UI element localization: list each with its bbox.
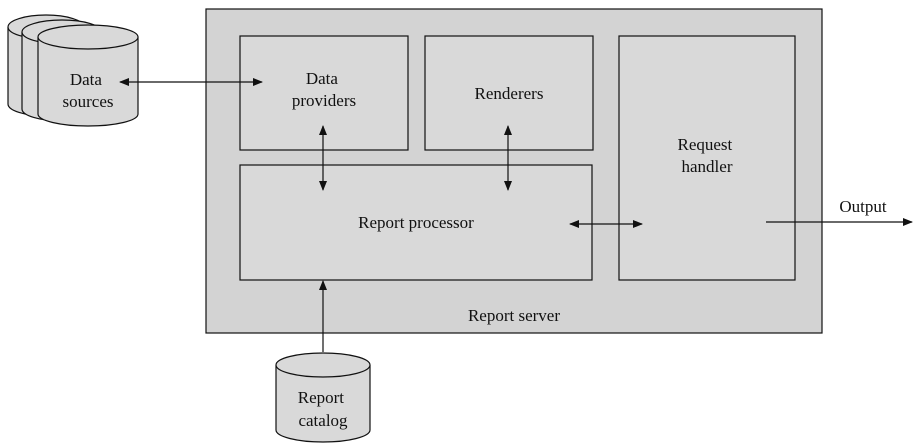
- request-handler-box: [618, 35, 796, 281]
- request-handler-label-line2: handler: [682, 157, 733, 176]
- report-catalog-label: Report catalog: [298, 388, 349, 430]
- report-catalog-database: [275, 352, 371, 443]
- data-providers-label: Data providers: [292, 69, 356, 110]
- data-providers-label-line2: providers: [292, 91, 356, 110]
- data-providers-label-line1: Data: [306, 69, 339, 88]
- request-handler-label-line1: Request: [677, 135, 732, 154]
- output-label: Output: [839, 197, 887, 216]
- data-sources-label: Data sources: [63, 70, 114, 111]
- data-sources-label-line1: Data: [70, 70, 103, 89]
- report-processor-label: Report processor: [358, 213, 474, 232]
- data-sources-label-line2: sources: [63, 92, 114, 111]
- report-server-label: Report server: [468, 306, 560, 325]
- request-handler-label: Request handler: [677, 135, 736, 176]
- report-catalog-label-line2: catalog: [298, 411, 348, 430]
- report-catalog-label-line1: Report: [298, 388, 345, 407]
- data-sources-database: [7, 14, 139, 127]
- renderers-label: Renderers: [475, 84, 544, 103]
- report-processor-box: [239, 164, 593, 281]
